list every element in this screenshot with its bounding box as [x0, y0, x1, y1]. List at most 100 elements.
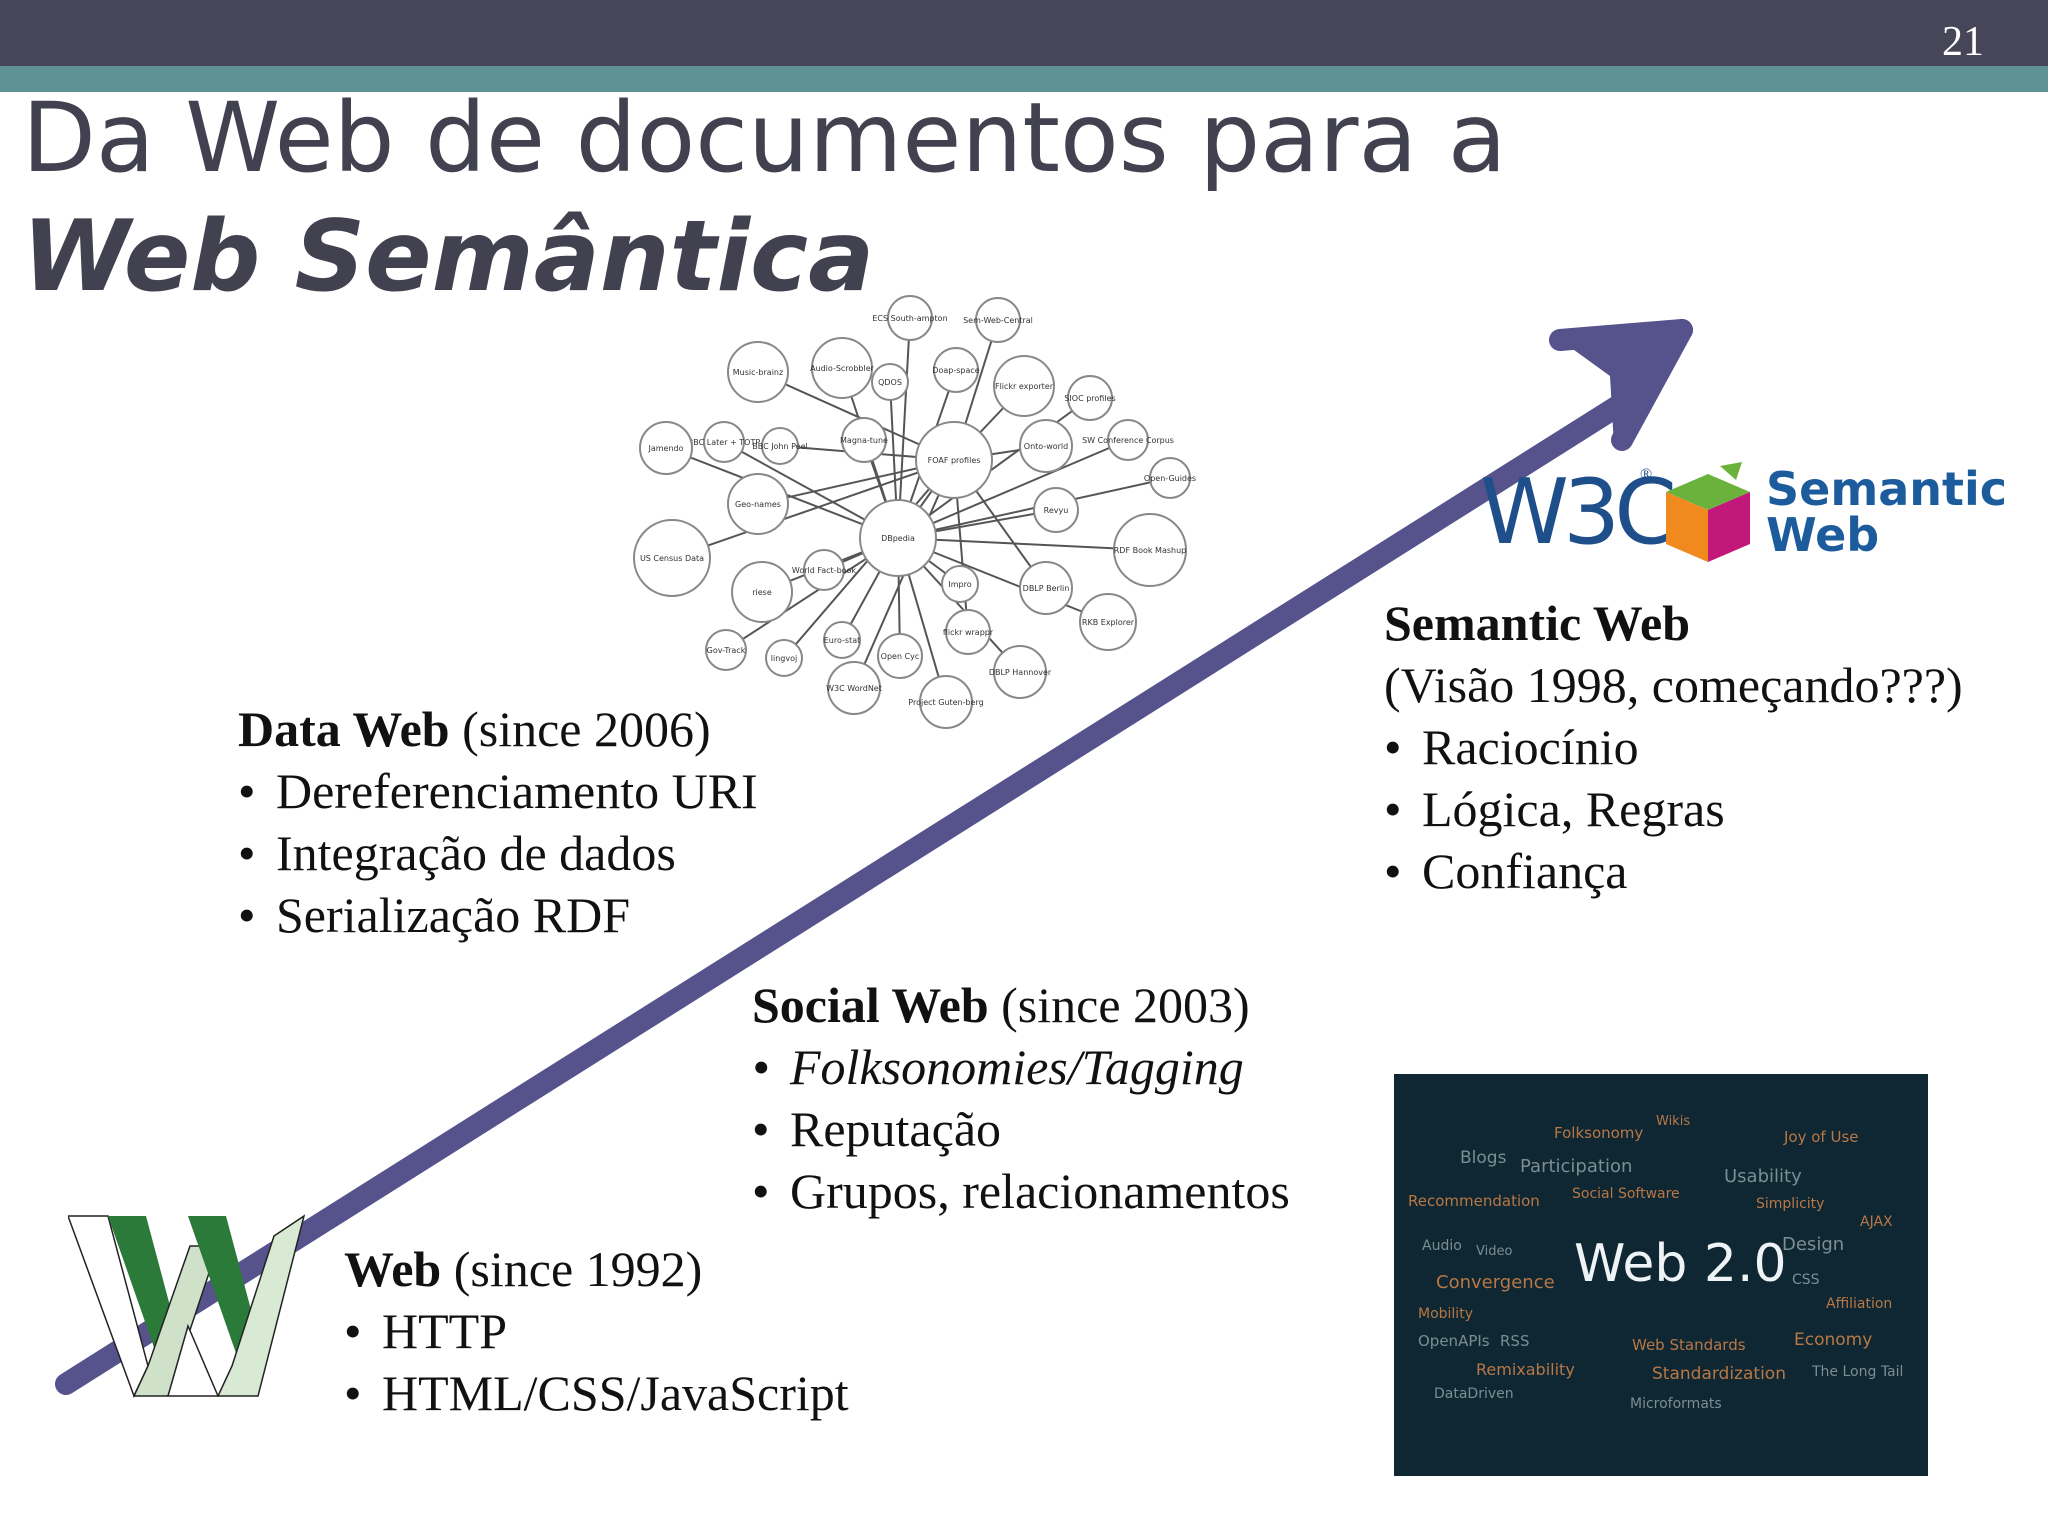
graph-edge [897, 537, 1151, 551]
web20-tag: Recommendation [1408, 1192, 1540, 1210]
graph-node [871, 363, 909, 401]
graph-node-label: FOAF profiles [928, 456, 981, 465]
web-item: HTTP [344, 1300, 849, 1362]
graph-node [811, 337, 873, 399]
graph-node [803, 549, 845, 591]
semantic-web-logo-text: Semantic Web [1766, 466, 2007, 558]
semantic-web-subtitle: (Visão 1998, começando???) [1384, 657, 1963, 713]
graph-edge [671, 459, 955, 559]
semantic-web-block: Semantic Web (Visão 1998, começando???) … [1384, 592, 1963, 902]
graph-node [941, 565, 979, 603]
web-block: Web (since 1992) HTTP HTML/CSS/JavaScrip… [344, 1238, 849, 1424]
semantic-logo-line2: Web [1766, 508, 1880, 562]
web-since: (since 1992) [453, 1241, 703, 1297]
web20-tag: Video [1476, 1244, 1513, 1259]
web20-tag: Design [1782, 1234, 1845, 1255]
semantic-logo-line1: Semantic [1766, 462, 2008, 516]
web20-tag: Blogs [1460, 1148, 1507, 1168]
social-web-item: Grupos, relacionamentos [752, 1160, 1290, 1222]
web20-tag: Standardization [1652, 1364, 1786, 1384]
web20-tag: Remixability [1476, 1360, 1575, 1379]
social-web-heading: Social Web [752, 977, 989, 1033]
graph-node-label: QDOS [878, 378, 902, 387]
graph-node [705, 629, 747, 671]
graph-node [933, 347, 979, 393]
graph-node [1019, 419, 1073, 473]
web20-tag: Microformats [1630, 1396, 1722, 1412]
graph-node-label: Doap-space [932, 366, 979, 375]
w3c-logo: W3C [1480, 460, 1677, 565]
w3c-w-logo [68, 1214, 306, 1398]
graph-node-label: Magna-tune [840, 436, 888, 445]
web20-tag: Economy [1794, 1330, 1873, 1350]
graph-node [703, 421, 745, 463]
social-web-since: (since 2003) [1001, 977, 1250, 1033]
graph-node-label: RDF Book Mashup [1114, 546, 1187, 555]
web20-tag: Affiliation [1826, 1296, 1893, 1312]
semantic-web-heading: Semantic Web [1384, 595, 1691, 651]
semantic-web-cube-icon [1666, 462, 1750, 562]
graph-node [841, 417, 887, 463]
web20-tag: Folksonomy [1554, 1124, 1644, 1142]
graph-node-label: riese [752, 588, 772, 597]
w3c-registered-mark: ® [1640, 466, 1653, 483]
graph-edge [897, 439, 1129, 539]
web-item: HTML/CSS/JavaScript [344, 1362, 849, 1424]
semantic-web-item: Raciocínio [1384, 716, 1963, 778]
graph-node-label: Open-Guides [1144, 474, 1196, 483]
web20-tag: Joy of Use [1784, 1128, 1859, 1146]
web20-tag: Web Standards [1632, 1336, 1746, 1354]
web20-tag: Audio [1422, 1238, 1462, 1254]
web20-tag: CSS [1792, 1272, 1820, 1288]
graph-node-label: Flickr exporter [995, 382, 1054, 391]
data-web-heading: Data Web [238, 701, 450, 757]
graph-node-label: Project Guten-berg [908, 698, 983, 707]
graph-node-label: DBpedia [881, 534, 915, 543]
data-web-item: Integração de dados [238, 822, 758, 884]
web20-title: Web 2.0 [1574, 1234, 1787, 1294]
graph-node-label: Music-brainz [733, 368, 783, 377]
graph-node-label: W3C WordNet [826, 684, 882, 693]
graph-node-label: RKB Explorer [1082, 618, 1135, 627]
graph-node-label: SIOC profiles [1064, 394, 1115, 403]
web20-tag: AJAX [1860, 1214, 1893, 1230]
web20-tag: Convergence [1436, 1272, 1555, 1293]
graph-node-label: Gov-Track [707, 646, 746, 655]
graph-node-label: World Fact-book [792, 566, 857, 575]
graph-node [1019, 561, 1073, 615]
graph-node [727, 341, 789, 403]
graph-node [1033, 487, 1079, 533]
web20-tag: Simplicity [1756, 1196, 1825, 1212]
graph-node [765, 639, 803, 677]
web20-tag: OpenAPIs [1418, 1332, 1490, 1350]
graph-node [731, 561, 793, 623]
graph-node [633, 519, 711, 597]
graph-node [975, 297, 1021, 343]
graph-node-label: SW Conference Corpus [1082, 436, 1174, 445]
web20-tag: The Long Tail [1812, 1364, 1904, 1380]
graph-node-label: Jamendo [647, 444, 683, 453]
graph-node-label: lingvoj [771, 654, 797, 663]
graph-node [761, 427, 799, 465]
graph-node [639, 421, 693, 475]
slide-title: Da Web de documentos para a [22, 82, 1507, 194]
graph-node-label: Geo-names [735, 500, 781, 509]
graph-node-label: Impro [948, 580, 971, 589]
web20-tag: Wikis [1656, 1114, 1691, 1129]
data-web-item: Dereferenciamento URI [238, 760, 758, 822]
web20-tag: Mobility [1418, 1306, 1473, 1322]
semantic-web-item: Lógica, Regras [1384, 778, 1963, 840]
graph-node [877, 633, 923, 679]
graph-node [1079, 593, 1137, 651]
graph-node-label: BBC Later + TOTP [688, 438, 761, 447]
graph-node [823, 621, 861, 659]
graph-node-label: flickr wrappr [943, 628, 994, 637]
graph-node-label: Open Cyc [881, 652, 920, 661]
graph-node [1067, 375, 1113, 421]
data-web-since: (since 2006) [462, 701, 711, 757]
graph-node [1113, 513, 1187, 587]
graph-node-label: Revyu [1044, 506, 1069, 515]
graph-node [945, 609, 991, 655]
